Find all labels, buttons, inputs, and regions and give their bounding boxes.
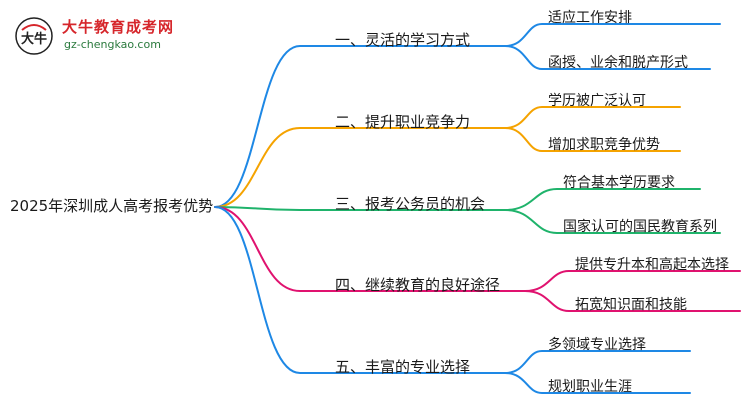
connector-leaf-1-1 [504,23,721,47]
branch-1-label: 一、灵活的学习方式 [335,31,471,49]
leaf-5-1: 多领域专业选择 [548,337,646,353]
connector-leaf-4-1 [524,270,741,292]
logo-title: 大牛教育成考网 [62,18,175,36]
connector-leaf-2-2 [504,127,681,152]
connector-leaf-5-1 [504,350,691,374]
leaf-5-2: 规划职业生涯 [548,379,632,395]
leaf-2-1: 学历被广泛认可 [548,93,646,109]
logo-url: gz-chengkao.com [64,38,161,51]
leaf-3-2: 国家认可的国民教育系列 [563,219,717,235]
connector-branch-2 [214,127,506,208]
branch-4-label: 四、继续教育的良好途径 [335,276,501,294]
connector-leaf-2-1 [504,106,681,129]
branch-5-label: 五、丰富的专业选择 [335,358,471,376]
connector-branch-3 [214,206,506,211]
leaf-3-1: 符合基本学历要求 [563,175,675,191]
connector-leaf-1-2 [504,45,711,70]
connector-leaf-4-2 [524,290,741,312]
leaf-4-2: 拓宽知识面和技能 [575,297,687,313]
connector-branch-5 [214,206,506,374]
site-logo[interactable]: 大牛 大牛教育成考网 gz-chengkao.com [8,6,208,58]
connector-leaf-3-2 [504,209,721,234]
connector-branch-1 [214,45,506,208]
logo-mark-text: 大牛 [21,31,47,47]
branch-2-label: 二、提升职业竞争力 [335,113,471,131]
connector-leaf-3-1 [504,188,701,211]
connector-leaf-5-2 [504,372,691,394]
leaf-1-1: 适应工作安排 [548,10,632,26]
connector-branch-4 [214,206,526,292]
leaf-2-2: 增加求职竞争优势 [548,137,660,153]
logo-icon: 大牛 [15,17,53,55]
leaf-1-2: 函授、业余和脱产形式 [548,55,688,71]
root-topic: 2025年深圳成人高考报考优势 [10,197,214,215]
leaf-4-1: 提供专升本和高起本选择 [575,257,729,273]
branch-3-label: 三、报考公务员的机会 [335,195,486,213]
